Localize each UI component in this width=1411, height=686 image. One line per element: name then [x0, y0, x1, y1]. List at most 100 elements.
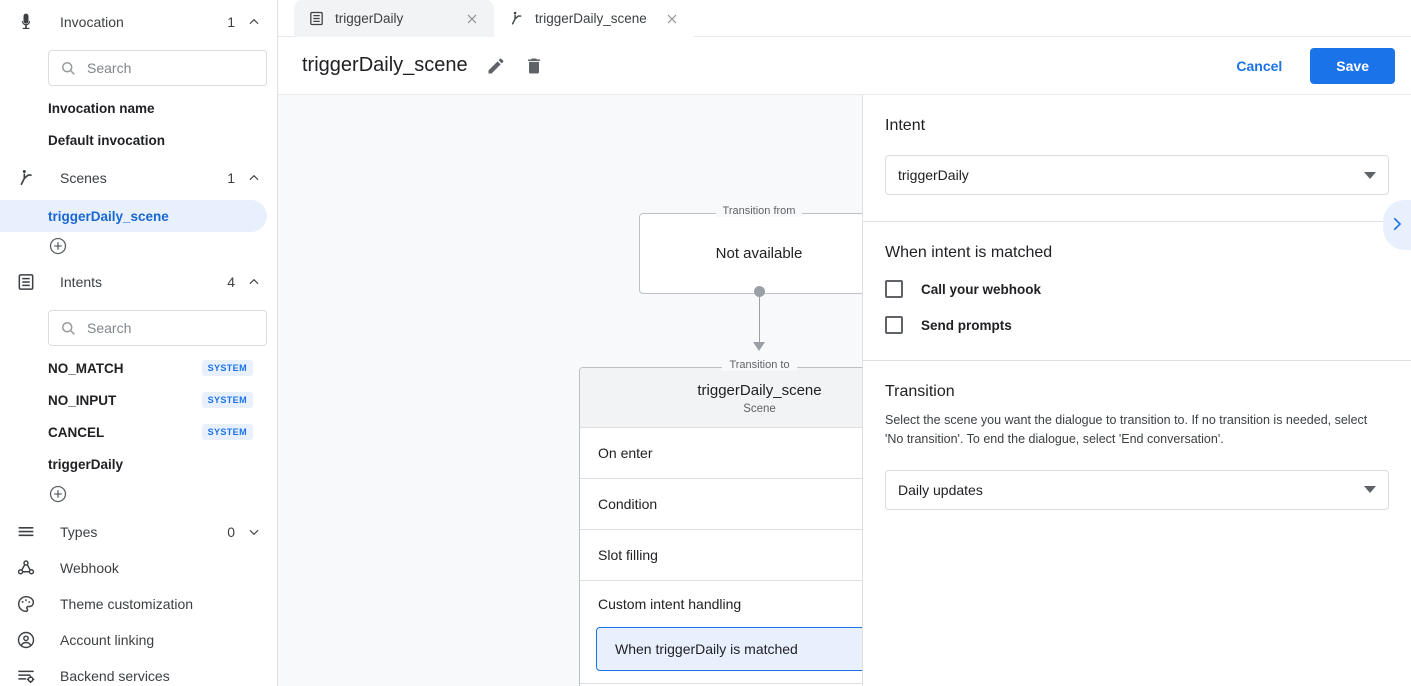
sidebar-item-label: Invocation name	[48, 100, 155, 116]
intent-handler-chip-label: When triggerDaily is matched	[615, 641, 798, 657]
palette-icon	[14, 592, 38, 616]
intent-select[interactable]: triggerDaily	[885, 155, 1389, 195]
sidebar-item-no-match[interactable]: NO_MATCH SYSTEM	[0, 352, 267, 384]
when-intent-matched-title: When intent is matched	[885, 244, 1053, 261]
sidebar-item-label: triggerDaily_scene	[48, 208, 169, 224]
chevron-down-icon[interactable]	[247, 525, 261, 539]
sidebar-item-default-invocation[interactable]: Default invocation	[0, 124, 267, 156]
chevron-up-icon[interactable]	[247, 15, 261, 29]
sidebar-item-label: triggerDaily	[48, 456, 124, 472]
checkbox-box[interactable]	[885, 316, 903, 334]
save-button[interactable]: Save	[1310, 47, 1395, 84]
account-circle-icon	[14, 628, 38, 652]
sidebar-item-label: Theme customization	[60, 596, 194, 612]
sidebar-group-label-invocation: Invocation	[60, 14, 124, 30]
checkbox-label: Call your webhook	[921, 281, 1042, 297]
content-area: triggerDaily triggerDaily_scene triggerD…	[278, 0, 1411, 686]
page-header: triggerDaily_scene Cancel Save	[278, 37, 1411, 95]
add-intent-row	[0, 480, 277, 508]
sidebar-item-account-linking[interactable]: Account linking	[0, 622, 277, 658]
transition-select[interactable]: Daily updates	[885, 469, 1389, 510]
sidebar-item-label: CANCEL	[48, 424, 105, 440]
scene-icon	[14, 166, 38, 190]
tab-bar: triggerDaily triggerDaily_scene	[278, 0, 1411, 37]
sidebar-item-backend-services[interactable]: Backend services	[0, 658, 277, 686]
close-icon[interactable]	[464, 11, 480, 27]
scene-card: triggerDaily_scene Scene On enter + Cond…	[579, 367, 862, 686]
tab-triggerdaily-scene[interactable]: triggerDaily_scene	[494, 0, 694, 37]
microphone-icon	[14, 10, 38, 34]
tab-label: triggerDaily_scene	[535, 11, 647, 26]
pencil-icon[interactable]	[486, 56, 506, 76]
custom-intent-chip-wrap: When triggerDaily is matched	[580, 627, 862, 684]
sidebar-item-triggerdaily[interactable]: triggerDaily	[0, 448, 267, 480]
add-scene-row	[0, 232, 277, 260]
status-badge: SYSTEM	[201, 424, 253, 440]
invocation-search-input[interactable]	[87, 60, 268, 76]
scene-row-custom-intent-handling[interactable]: Custom intent handling +	[580, 581, 862, 627]
transition-select-value: Daily updates	[898, 481, 983, 498]
sidebar-item-cancel[interactable]: CANCEL SYSTEM	[0, 416, 267, 448]
webhook-icon	[14, 556, 38, 580]
connector-arrow	[753, 342, 765, 351]
transition-section: Transition Select the scene you want the…	[863, 361, 1411, 536]
checkbox-label: Send prompts	[921, 317, 1012, 333]
intent-select-value: triggerDaily	[898, 167, 969, 183]
transition-to-node[interactable]: Transition to triggerDaily_scene Scene O…	[579, 359, 862, 686]
scene-canvas[interactable]: Transition from Not available Transition…	[278, 95, 862, 686]
sidebar-item-invocation-name[interactable]: Invocation name	[0, 92, 267, 124]
close-icon[interactable]	[664, 11, 680, 27]
sidebar-count-scenes: 1	[227, 170, 235, 186]
add-scene-icon[interactable]	[48, 236, 68, 256]
transition-section-title: Transition	[885, 383, 955, 400]
cancel-button[interactable]: Cancel	[1222, 50, 1296, 82]
scene-row-label: Slot filling	[598, 547, 658, 563]
body-area: Transition from Not available Transition…	[278, 95, 1411, 686]
page-title: triggerDaily_scene	[302, 54, 468, 76]
chevron-down-icon	[1364, 171, 1376, 179]
sidebar-group-intents[interactable]: Intents 4	[0, 260, 277, 304]
chevron-down-icon	[1364, 486, 1376, 494]
sidebar-count-intents: 4	[227, 274, 235, 290]
sidebar-item-label: Backend services	[60, 668, 170, 684]
sidebar-group-invocation[interactable]: Invocation 1	[0, 0, 277, 44]
add-intent-icon[interactable]	[48, 484, 68, 504]
sidebar: Invocation 1 Invocation name Default inv…	[0, 0, 278, 686]
intents-search-input[interactable]	[87, 320, 268, 336]
scene-card-subtitle: Scene	[743, 403, 776, 415]
search-icon	[59, 319, 77, 337]
chevron-up-icon[interactable]	[247, 171, 261, 185]
intent-handler-chip[interactable]: When triggerDaily is matched	[596, 627, 862, 671]
details-panel: Intent triggerDaily When intent is match…	[862, 95, 1411, 686]
trash-icon[interactable]	[524, 56, 544, 76]
backend-services-icon	[14, 664, 38, 686]
scene-row-on-enter[interactable]: On enter +	[580, 428, 862, 479]
chevron-right-icon	[1388, 215, 1406, 236]
connector-line	[759, 291, 760, 343]
types-icon	[14, 520, 38, 544]
scene-row-label: On enter	[598, 445, 653, 461]
status-badge: SYSTEM	[201, 392, 253, 408]
sidebar-group-types[interactable]: Types 0	[0, 514, 277, 550]
chevron-up-icon[interactable]	[247, 275, 261, 289]
intent-section: Intent triggerDaily	[863, 95, 1411, 222]
sidebar-item-webhook[interactable]: Webhook	[0, 550, 277, 586]
checkbox-box[interactable]	[885, 280, 903, 298]
intents-search-box[interactable]	[48, 310, 268, 346]
scene-row-condition[interactable]: Condition +	[580, 479, 862, 530]
panel-expand-handle[interactable]	[1383, 200, 1411, 250]
intent-section-title: Intent	[885, 117, 926, 134]
sidebar-item-label: Default invocation	[48, 132, 166, 148]
sidebar-item-theme-customization[interactable]: Theme customization	[0, 586, 277, 622]
sidebar-group-scenes[interactable]: Scenes 1	[0, 156, 277, 200]
tab-triggerdaily[interactable]: triggerDaily	[294, 0, 494, 37]
checkbox-send-prompts[interactable]: Send prompts	[885, 316, 1389, 334]
invocation-search-box[interactable]	[48, 50, 268, 86]
transition-from-node[interactable]: Transition from Not available	[639, 205, 862, 294]
sidebar-item-label: Account linking	[60, 632, 155, 648]
checkbox-call-your-webhook[interactable]: Call your webhook	[885, 280, 1389, 298]
scene-row-slot-filling[interactable]: Slot filling +	[580, 530, 862, 581]
sidebar-item-no-input[interactable]: NO_INPUT SYSTEM	[0, 384, 267, 416]
sidebar-item-triggerdaily-scene[interactable]: triggerDaily_scene	[0, 200, 267, 232]
search-icon	[59, 59, 77, 77]
